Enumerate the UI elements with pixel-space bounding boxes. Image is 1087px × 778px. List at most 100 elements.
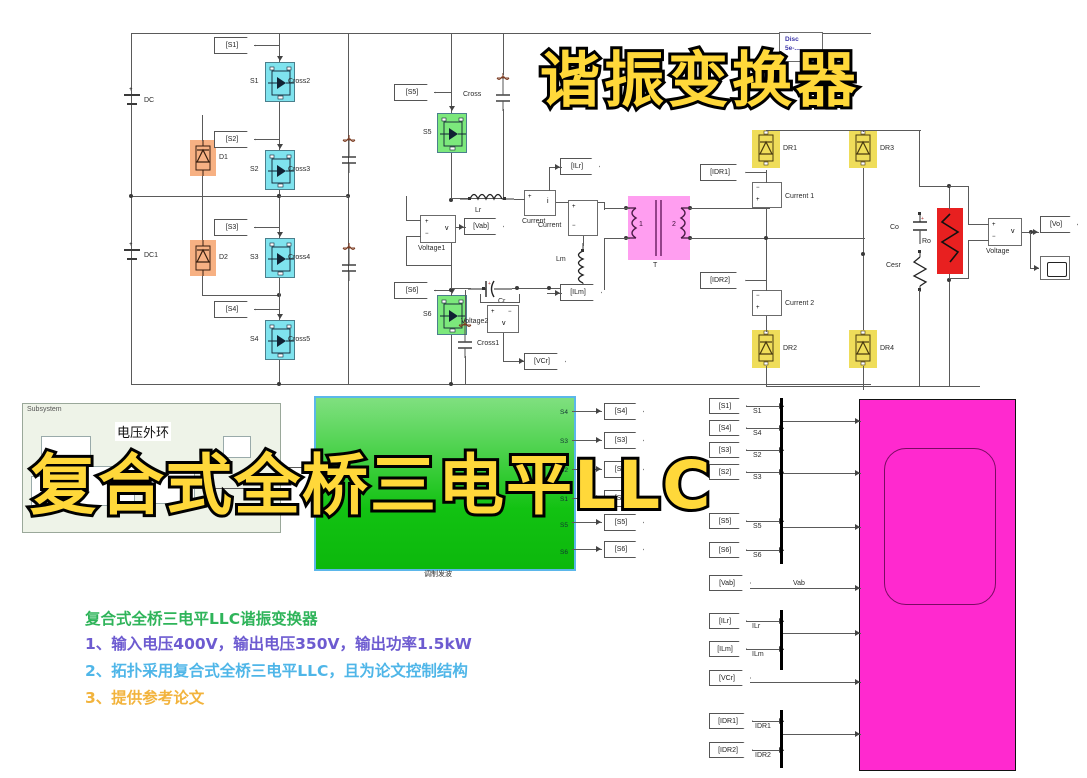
from-tag-scope-s4[interactable]: [S4] <box>709 420 747 436</box>
dc-source-2: + <box>124 240 140 270</box>
goto-tag-vcr[interactable]: [VCr] <box>524 353 566 370</box>
output-esr-resistor <box>911 250 929 292</box>
voltage-out-block[interactable]: + − v <box>988 218 1022 246</box>
goto-tag-s2-out[interactable]: [S2] <box>604 461 644 478</box>
goto-tag-ilr-text: [ILr] <box>570 163 584 170</box>
rectifier-diode-dr1[interactable] <box>752 130 780 168</box>
goto-tag-vab[interactable]: [Vab] <box>464 218 504 235</box>
wire-top-rail <box>131 33 871 35</box>
wire-bottom-rail <box>131 384 871 386</box>
switch-s3-block[interactable] <box>265 238 295 278</box>
rectifier-diode-dr3[interactable] <box>849 130 877 168</box>
current-sensor-2[interactable]: − + <box>752 290 782 316</box>
wire-leg-a <box>279 33 281 385</box>
current-sensor-1[interactable]: − + <box>752 182 782 208</box>
goto-tag-ilr[interactable]: [ILr] <box>560 158 600 175</box>
from-tag-s4[interactable]: [S4] <box>214 301 256 318</box>
from-tag-scope-s3[interactable]: [S3] <box>709 442 747 458</box>
from-tag-s3[interactable]: [S3] <box>214 219 256 236</box>
goto-tag-idr1-text: [IDR1] <box>710 169 730 176</box>
rectifier-diode-dr4[interactable] <box>849 330 877 368</box>
subsys-inner-block-4[interactable] <box>31 476 77 508</box>
voltage2-block[interactable]: + − v <box>487 305 519 333</box>
from-tag-s4-text: [S4] <box>225 306 239 313</box>
mux-bus-currents <box>780 610 783 670</box>
goto-tag-s1-out-text: [S1] <box>614 495 628 502</box>
goto-tag-ilm[interactable]: [ILm] <box>560 284 602 301</box>
goto-tag-idr1[interactable]: [IDR1] <box>700 164 746 181</box>
svg-text:+: + <box>921 216 924 222</box>
caption-line-4: 3、提供参考论文 <box>85 689 205 707</box>
goto-tag-ilm-text: [ILm] <box>570 289 586 296</box>
current-sensor-ilr[interactable]: i + <box>524 190 556 216</box>
from-tag-scope-s2-text: [S2] <box>718 468 732 476</box>
goto-tag-s3-out-text: [S3] <box>614 437 628 444</box>
rectifier-diode-dr2[interactable] <box>752 330 780 368</box>
from-tag-scope-s6[interactable]: [S6] <box>709 542 747 558</box>
wire-s5-leg <box>451 33 453 113</box>
goto-tag-s4-out[interactable]: [S4] <box>604 403 644 420</box>
cross-label: Cross <box>463 91 482 98</box>
clamp-diode-d1-block[interactable] <box>190 140 216 176</box>
from-tag-scope-vab[interactable]: [Vab] <box>709 575 751 591</box>
from-tag-s6[interactable]: [S6] <box>394 282 436 299</box>
caption-line-2: 1、输入电压400V，输出电压350V，输出功率1.5kW <box>85 635 472 653</box>
goto-tag-s3-out[interactable]: [S3] <box>604 432 644 449</box>
load-resistor-ro-label: Ro <box>922 238 931 245</box>
goto-tag-s5-out[interactable]: [S5] <box>604 514 644 531</box>
from-tag-scope-ilr[interactable]: [ILr] <box>709 613 747 629</box>
clamp-diode-d2-block[interactable] <box>190 240 216 276</box>
goto-tag-vo[interactable]: [Vo] <box>1040 216 1078 233</box>
modulator-out-2: S3 <box>560 438 568 445</box>
powergui-discrete-block[interactable]: Disc 5e-... <box>779 32 823 62</box>
from-tag-scope-s4-text: [S4] <box>718 424 732 432</box>
modulator-block[interactable]: S4 S3 S2 S1 S5 S6 <box>314 396 576 571</box>
mux-bus-switches <box>780 398 783 564</box>
load-resistor-ro[interactable] <box>937 208 963 274</box>
from-tag-scope-s2[interactable]: [S2] <box>709 464 747 480</box>
current-sensor-ilm[interactable]: + − <box>568 200 598 236</box>
from-tag-s5-text: [S5] <box>405 89 419 96</box>
cross1-label: Cross1 <box>477 340 500 347</box>
goto-tag-s1-out[interactable]: [S1] <box>604 490 644 507</box>
from-tag-s5[interactable]: [S5] <box>394 84 436 101</box>
svg-text:2: 2 <box>672 221 676 228</box>
from-tag-s2-text: [S2] <box>225 136 239 143</box>
from-tag-scope-ilm[interactable]: [ILm] <box>709 641 747 657</box>
from-tag-scope-vcr-text: [VCr] <box>719 674 735 682</box>
from-tag-scope-vcr[interactable]: [VCr] <box>709 670 751 686</box>
wire-left-rail <box>131 33 133 385</box>
from-tag-s2[interactable]: [S2] <box>214 131 256 148</box>
from-tag-scope-s5[interactable]: [S5] <box>709 513 747 529</box>
transformer-block[interactable]: 1 2 <box>628 196 690 260</box>
from-tag-scope-s1[interactable]: [S1] <box>709 398 747 414</box>
subsys-inner-block-2[interactable] <box>223 436 251 458</box>
switch-s5-block[interactable] <box>437 113 467 153</box>
subsys-inner-block-1[interactable] <box>41 436 91 460</box>
subsystem-block[interactable]: Subsystem 电压外环 <box>22 403 281 533</box>
voltage1-block[interactable]: + − v <box>420 215 456 243</box>
switch-s4-label: S4 <box>250 336 259 343</box>
from-tag-scope-idr2[interactable]: [IDR2] <box>709 742 753 758</box>
goto-tag-s6-out[interactable]: [S6] <box>604 541 644 558</box>
scope-port-label-vab: Vab <box>793 580 805 587</box>
inductor-lm-label: Lm <box>556 256 566 263</box>
switch-s4-block[interactable] <box>265 320 295 360</box>
switch-s1-block[interactable] <box>265 62 295 102</box>
switch-s1-label: S1 <box>250 78 259 85</box>
from-tag-s3-text: [S3] <box>225 224 239 231</box>
subsystem-inner-label: 电压外环 <box>115 422 172 441</box>
output-esr-resistor-label: Cesr <box>886 262 901 269</box>
output-capacitor-co: + <box>911 212 929 244</box>
switch-s2-block[interactable] <box>265 150 295 190</box>
switch-s6-block[interactable] <box>437 295 467 335</box>
from-tag-scope-s1-text: [S1] <box>718 402 732 410</box>
caption-line-1: 复合式全桥三电平LLC谐振变换器 <box>85 610 318 628</box>
scope-small-block[interactable] <box>1040 256 1070 280</box>
goto-tag-vcr-text: [VCr] <box>534 358 550 365</box>
from-tag-scope-idr1[interactable]: [IDR1] <box>709 713 753 729</box>
cross3-label: Cross3 <box>288 166 311 173</box>
from-tag-s1[interactable]: [S1] <box>214 37 256 54</box>
goto-tag-idr2[interactable]: [IDR2] <box>700 272 746 289</box>
